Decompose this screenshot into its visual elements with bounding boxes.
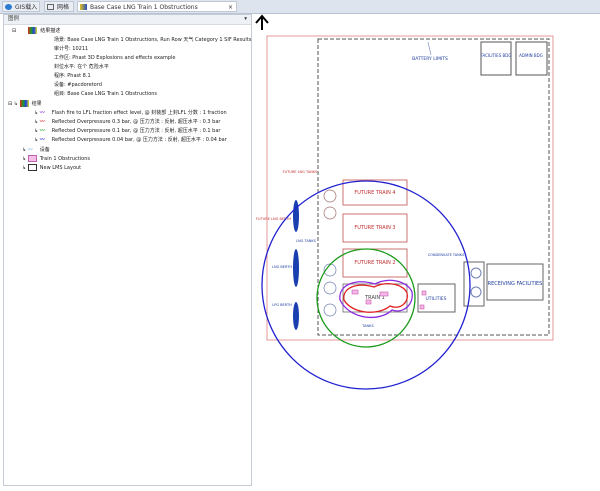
- overpressure-03-contour: [343, 283, 408, 313]
- tab-base-case[interactable]: Base Case LNG Train 1 Obstructions ×: [77, 1, 237, 12]
- node-label: 结果描述: [40, 28, 61, 34]
- lng-berth-label: LNG BERTH: [272, 265, 292, 269]
- facilities-bdg: [480, 41, 512, 76]
- layout-icon: [27, 164, 37, 171]
- ft3-label: FUTURE TRAIN 3: [354, 225, 395, 231]
- tree-node-layout[interactable]: ↳ New LMS Layout: [22, 164, 82, 171]
- legend-title: 图例: [8, 16, 20, 22]
- grid-icon: [47, 4, 54, 10]
- node-label: Flash fire to LFL fraction effect level,…: [51, 110, 227, 116]
- info-audit: 审计号: 10211: [54, 46, 89, 52]
- node-label: Reflected Overpressure 0.1 bar, @ 压力方法 :…: [51, 128, 221, 134]
- future-train-2: [342, 248, 408, 278]
- overpressure-01-contour: [316, 248, 416, 348]
- map-icon: [80, 4, 87, 10]
- info-program: 程序: Phast 8.1: [54, 73, 91, 79]
- line-icon: 〰: [39, 128, 45, 134]
- tree-node-results-desc[interactable]: ⊟ 结果描述: [12, 27, 60, 35]
- tree-node-results[interactable]: ⊟ ↳ 结果: [8, 100, 42, 108]
- ft2-label: FUTURE TRAIN 2: [354, 260, 395, 266]
- lpg-berth-label: LPG BERTH: [272, 303, 292, 307]
- future-lng-tanks-label: FUTURE LNG TANKS: [283, 170, 319, 174]
- ft4-label: FUTURE TRAIN 4: [354, 190, 395, 196]
- future-train-4: [342, 179, 408, 206]
- condensate-label: CONDENSATE TANKS: [428, 253, 465, 257]
- utilities-label: UTILITIES: [426, 296, 447, 302]
- lng-tanks-label: LNG TANKS: [296, 239, 317, 243]
- info-group: 组目: Base Case LNG Train 1 Obstructions: [54, 91, 158, 97]
- condensate-area: [463, 261, 485, 307]
- close-icon[interactable]: ×: [227, 4, 233, 11]
- receiving-facilities: [486, 263, 544, 301]
- expand-icon[interactable]: ⊟: [12, 28, 17, 34]
- node-label: New LMS Layout: [39, 165, 82, 171]
- tab-grid[interactable]: 网格: [44, 1, 74, 12]
- tab-label: Base Case LNG Train 1 Obstructions: [90, 4, 198, 11]
- map-view[interactable]: BATTERY LIMITS FACILITIES BDG ADMIN BDG …: [252, 14, 600, 487]
- result-overpressure-004[interactable]: ↳ 〰Reflected Overpressure 0.04 bar, @ 压力…: [34, 137, 227, 143]
- tab-gis[interactable]: GIS载入: [2, 1, 40, 12]
- future-train-3: [342, 213, 408, 243]
- battery-limits-label: BATTERY LIMITS: [412, 56, 448, 62]
- node-label: Reflected Overpressure 0.04 bar, @ 压力方法 …: [51, 137, 227, 143]
- info-level: 封位水平: 在个 危险水平: [54, 64, 109, 70]
- tree-node-equipment[interactable]: ↳ 〰设备: [22, 147, 50, 153]
- site-boundary: [266, 35, 554, 341]
- future-lng-berth-label: FUTURE LNG BERTH: [256, 217, 291, 221]
- site-map[interactable]: BATTERY LIMITS FACILITIES BDG ADMIN BDG …: [252, 14, 600, 487]
- globe-icon: [5, 4, 12, 10]
- line-icon: 〰: [39, 137, 45, 143]
- obstruction-icon: [27, 155, 37, 162]
- facilities-label: FACILITIES BDG: [481, 53, 512, 58]
- result-overpressure-03[interactable]: ↳ 〰Reflected Overpressure 0.3 bar, @ 压力方…: [34, 119, 221, 125]
- collapse-icon[interactable]: ▾: [244, 16, 247, 22]
- node-label: 设备: [39, 147, 50, 153]
- overpressure-004-contour: [261, 180, 471, 390]
- admin-bdg: [515, 41, 548, 76]
- lng-berth: [293, 249, 299, 287]
- node-label: Reflected Overpressure 0.3 bar, @ 压力方法 :…: [51, 119, 221, 125]
- line-icon: 〰: [39, 119, 45, 125]
- flash-fire-contour: [339, 279, 413, 319]
- tanks-label: TANKS: [361, 324, 374, 328]
- t1-label: TRAIN 1: [364, 295, 385, 301]
- admin-label: ADMIN BDG: [519, 53, 543, 58]
- equipment-icon: 〰: [27, 147, 33, 153]
- future-lng-berth: [293, 200, 299, 232]
- info-workspace: 工作区: Phast 3D Explosions and effects exa…: [54, 55, 176, 61]
- north-arrow-icon: [255, 14, 269, 30]
- info-equipment: 设备: #pacdoretord: [54, 82, 102, 88]
- legend-panel: 图例 ▾ ⊟ 结果描述 场景: Base Case LNG Train 1 Obst…: [3, 14, 252, 486]
- battery-limits: [317, 38, 550, 336]
- node-label: Train 1 Obstructions: [39, 156, 90, 162]
- expand-icon[interactable]: ⊟ ↳: [8, 101, 20, 107]
- results-icon: [19, 100, 29, 107]
- receiving-label: RECEIVING FACILITIES: [488, 281, 543, 287]
- results-icon: [28, 27, 38, 34]
- line-icon: 〰: [39, 110, 45, 116]
- info-scenario: 场景: Base Case LNG Train 1 Obstructions, …: [54, 37, 252, 43]
- result-overpressure-01[interactable]: ↳ 〰Reflected Overpressure 0.1 bar, @ 压力方…: [34, 128, 221, 134]
- tab-label: GIS载入: [15, 4, 38, 11]
- tab-bar: GIS载入 网格 Base Case LNG Train 1 Obstructi…: [0, 0, 600, 14]
- legend-header: 图例 ▾: [4, 15, 251, 25]
- tab-label: 网格: [57, 4, 70, 11]
- node-label: 结果: [31, 101, 42, 107]
- tree-node-obstructions[interactable]: ↳ Train 1 Obstructions: [22, 155, 90, 162]
- result-flash-fire[interactable]: ↳ 〰Flash fire to LFL fraction effect lev…: [34, 110, 227, 116]
- lpg-berth: [293, 302, 299, 330]
- utilities: [417, 283, 456, 313]
